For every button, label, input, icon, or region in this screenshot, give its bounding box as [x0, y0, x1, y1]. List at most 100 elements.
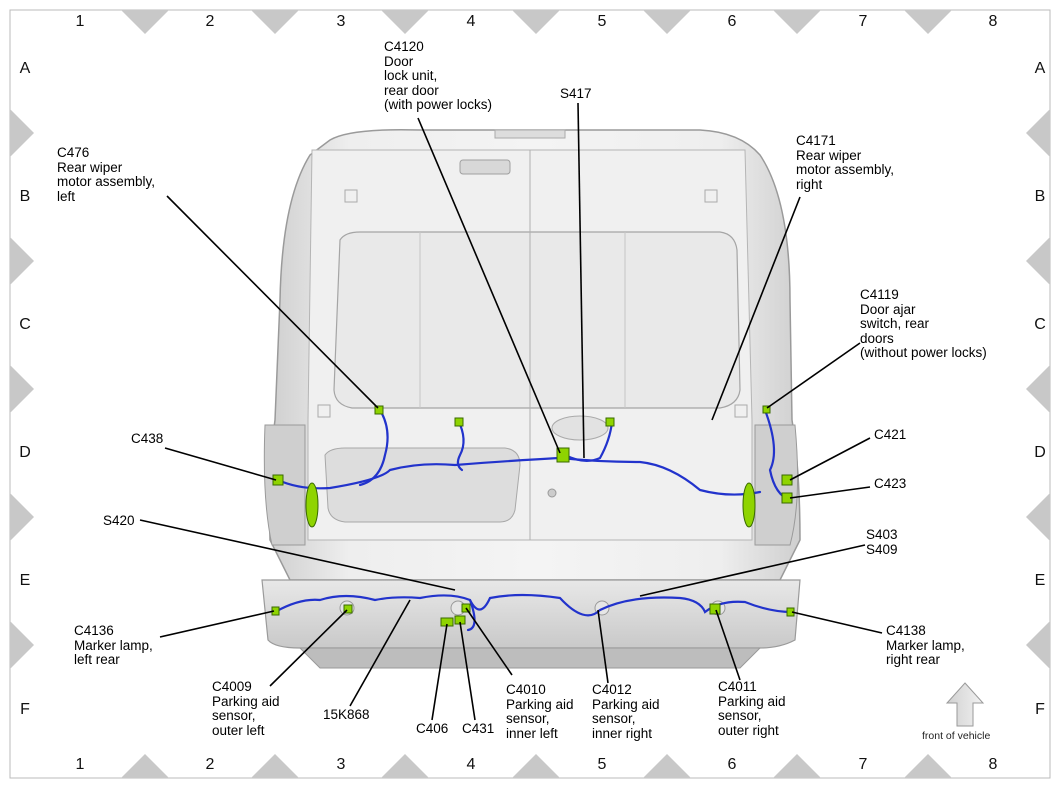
column-label-bottom: 8 — [988, 756, 998, 773]
leader-s403 — [639, 544, 866, 597]
license-recess — [324, 447, 521, 523]
connector-c4119 — [762, 405, 771, 414]
edge-triangle-left — [10, 365, 34, 413]
edge-triangle-top — [643, 10, 691, 34]
leader-c438 — [164, 447, 277, 481]
callout-c406: C406 — [416, 721, 449, 737]
leader-s417 — [577, 102, 585, 459]
door-handle — [551, 415, 609, 441]
row-label-right: C — [1034, 316, 1046, 333]
top-handle — [459, 159, 511, 175]
callout-line: Rear wiper — [796, 147, 862, 163]
harness-main-upper — [276, 456, 762, 496]
edge-triangle-left — [10, 109, 34, 157]
leader-c423 — [789, 486, 871, 499]
leader-c421 — [789, 437, 871, 481]
callout-line: C4012 — [592, 682, 632, 697]
hinge-left-lower — [344, 189, 358, 203]
brake-light — [494, 129, 566, 139]
leader-c4136 — [159, 610, 275, 638]
edge-triangle-bottom — [904, 754, 952, 778]
callout-c421: C421 — [874, 427, 907, 443]
harness-left-wiper — [358, 408, 389, 487]
callout-line: C4009 — [212, 679, 252, 694]
edge-triangle-right — [1026, 237, 1050, 285]
harness-bumper — [273, 593, 794, 617]
column-label-bottom: 7 — [858, 756, 868, 773]
callout-line: C476 — [57, 145, 90, 160]
leader-15k868 — [349, 599, 411, 707]
vehicle-rear-view — [261, 128, 801, 669]
callout-line: C4136 — [74, 623, 114, 638]
edge-triangle-top — [512, 10, 560, 34]
row-label-left: B — [19, 188, 31, 205]
edge-triangle-top — [121, 10, 169, 34]
edge-triangle-top — [381, 10, 429, 34]
door-lock-cylinder — [547, 488, 557, 498]
callout-line: lock unit, — [384, 68, 438, 83]
callout-line: right — [796, 176, 823, 192]
callout-line: Parking aid — [718, 693, 786, 709]
rear-window — [333, 231, 741, 409]
row-label-left: D — [19, 444, 31, 461]
connector-c438 — [272, 474, 284, 486]
callout-line: C406 — [416, 721, 449, 736]
edge-triangle-left — [10, 621, 34, 669]
row-label-right: F — [1035, 701, 1045, 718]
callout-line: outer right — [718, 722, 779, 738]
callout-line: S403 — [866, 527, 898, 542]
row-label-right: E — [1034, 572, 1046, 589]
callout-line: right rear — [886, 652, 941, 667]
connector-center — [454, 417, 464, 427]
callout-line: Door ajar — [860, 301, 916, 317]
callout-line: sensor, — [592, 711, 636, 726]
harness-center-branch — [456, 418, 465, 472]
callout-c438: C438 — [131, 431, 164, 447]
edge-triangle-right — [1026, 109, 1050, 157]
row-label-left: C — [19, 316, 31, 333]
row-label-right: B — [1034, 188, 1046, 205]
edge-triangle-bottom — [773, 754, 821, 778]
callout-line: Parking aid — [592, 696, 660, 712]
callout-line: C421 — [874, 427, 907, 442]
callout-line: S420 — [103, 513, 135, 528]
column-label-top: 2 — [205, 13, 215, 30]
callout-line: Parking aid — [506, 696, 574, 712]
callout-line: 15K868 — [323, 707, 370, 722]
column-label-top: 7 — [858, 13, 868, 30]
edge-triangle-left — [10, 237, 34, 285]
callout-line: C438 — [131, 431, 164, 446]
callout-line: sensor, — [718, 708, 762, 723]
callout-line: Parking aid — [212, 693, 280, 709]
callout-line: C431 — [462, 721, 495, 736]
connectors — [271, 405, 795, 627]
leader-c4171 — [711, 196, 801, 421]
callout-line: S409 — [866, 541, 898, 557]
column-label-top: 1 — [75, 13, 85, 30]
callout-line: C4171 — [796, 133, 836, 148]
front-of-vehicle-label: front of vehicle — [922, 730, 991, 742]
leader-c4119 — [766, 342, 861, 409]
leader-c476 — [166, 195, 379, 409]
row-label-left: E — [19, 572, 31, 589]
callout-line: motor assembly, — [796, 162, 895, 177]
callout-line: switch, rear — [860, 316, 930, 331]
callout-line: sensor, — [506, 711, 550, 726]
callout-line: Rear wiper — [57, 159, 123, 175]
row-label-right: A — [1034, 60, 1046, 77]
callout-line: C4119 — [860, 287, 899, 302]
underbody — [298, 647, 762, 669]
leader-c406 — [431, 623, 448, 721]
hinge-right-upper — [734, 404, 748, 418]
edge-triangle-right — [1026, 493, 1050, 541]
edge-triangle-top — [251, 10, 299, 34]
callout-c423: C423 — [874, 476, 906, 492]
edge-triangle-right — [1026, 621, 1050, 669]
